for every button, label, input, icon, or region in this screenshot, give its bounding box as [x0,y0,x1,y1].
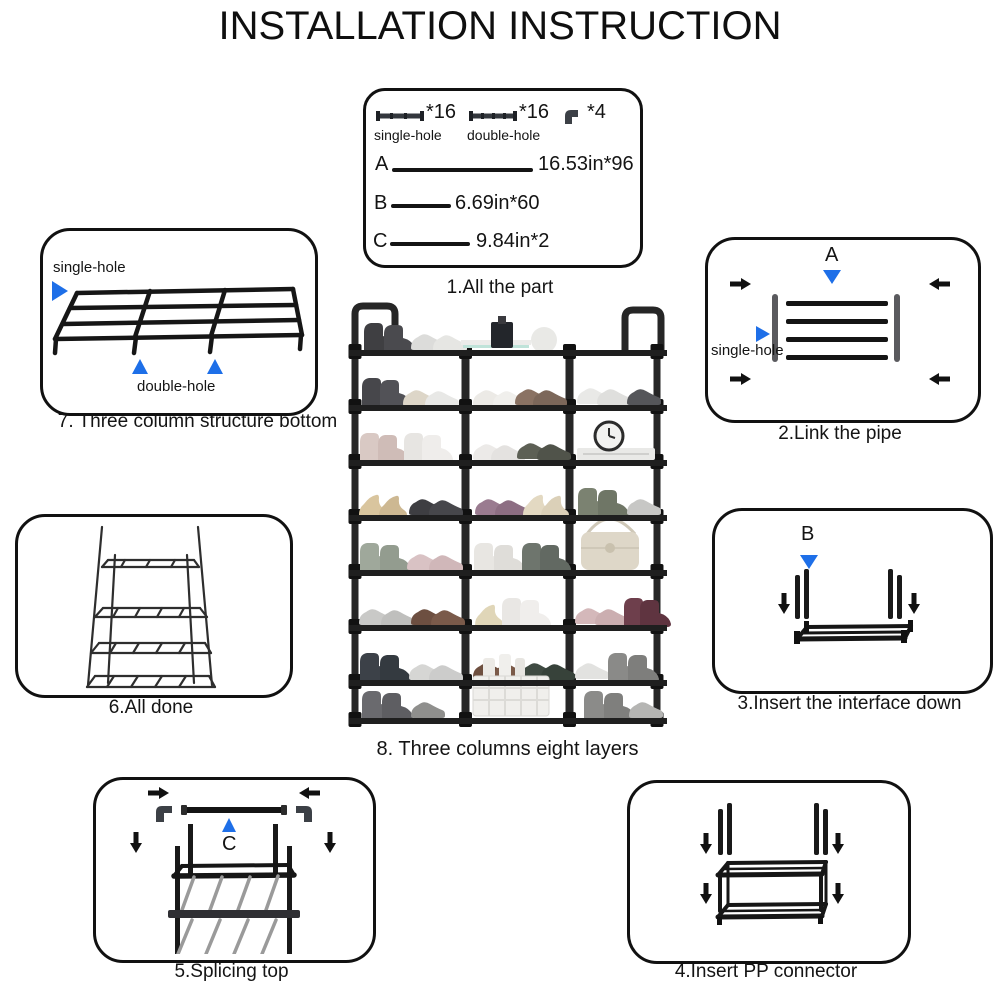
part-b-pointer-icon [800,555,818,569]
double-hole-qty: *16 [519,101,550,123]
step2-panel: A single-hole [705,237,981,423]
bottle [483,658,495,678]
down-arrow-icon [700,883,712,904]
double-hole-pipe-icon [469,111,517,121]
single-hole-pipe-label: single-hole [374,127,442,143]
push-arrow-icon [148,787,169,799]
bottle [515,658,525,678]
down-arrow-icon [908,593,920,614]
shoes-top-shelf [364,316,557,353]
splicing-top-illustration [130,787,336,954]
size-b-value: 6.69in*60 [455,192,540,214]
shoes-row-2 [362,378,661,407]
part-c-label: C [222,833,237,855]
down-arrow-icon [778,593,790,614]
part-a-label: A [825,244,839,266]
bottle [499,654,511,678]
insert-interface-illustration [778,555,920,644]
step5-panel: C [93,777,376,963]
rack-handle [351,302,399,350]
caption-step2: 2.Link the pipe [778,423,902,444]
all-done-illustration [85,525,217,689]
step3-panel: B [712,508,993,694]
link-pipe-illustration [730,270,950,385]
single-hole-pointer-icon [52,281,68,301]
down-arrow-icon [700,833,712,854]
shoes-row-3 [360,420,655,462]
page-title: INSTALLATION INSTRUCTION [218,4,782,48]
caption-all-the-part: 1.All the part [446,277,554,298]
size-b-line [391,204,451,208]
down-arrow-icon [832,883,844,904]
bottom-structure-illustration [52,281,305,374]
down-arrow-icon [324,832,336,853]
rack-handle [621,306,665,352]
size-b-key: B [374,192,388,214]
perfume-bottle [491,322,513,348]
single-hole-pipe-icon [376,111,424,121]
push-arrow-icon [299,787,320,799]
double-hole-pipe-label: double-hole [467,127,541,143]
part-b-label: B [801,523,815,545]
vase [531,327,557,353]
corner-connector-icon [565,110,578,124]
caption-step6: 6.All done [108,697,194,718]
shoes-row-6 [359,598,671,627]
single-hole-pointer-icon [756,326,770,342]
corner-connector-icon [156,806,172,822]
single-hole-qty: *16 [426,101,457,123]
shoes-row-4 [359,488,661,517]
single-hole-label: single-hole [53,259,126,276]
shoe-rack-photo [348,302,671,727]
caption-step7: 7. Three column structure bottom [57,411,338,432]
double-hole-label: double-hole [137,378,216,395]
caption-step4: 4.Insert PP connector [674,961,858,982]
size-a-value: 16.53in*96 [538,153,634,175]
push-arrow-icon [929,373,950,385]
push-arrow-icon [730,373,751,385]
down-arrow-icon [832,833,844,854]
size-a-line [392,168,533,172]
corner-connector-icon [296,806,312,822]
caption-step3: 3.Insert the interface down [737,693,962,714]
parts-panel: *16 single-hole *16 double-hole *4 A 16.… [363,88,643,268]
step4-panel [627,780,911,964]
part-a-pointer-icon [823,270,841,284]
step6-panel [15,514,293,698]
size-c-value: 9.84in*2 [476,230,550,252]
caption-step8: 8. Three columns eight layers [376,738,639,760]
connector-qty: *4 [587,101,606,123]
shoes-row-5 [360,517,639,572]
caption-step5: 5.Splicing top [174,961,289,982]
pp-connector-illustration [700,803,844,925]
double-hole-pointer-icon [207,359,223,374]
single-hole-label: single-hole [711,342,784,359]
size-a-key: A [375,153,389,175]
size-c-key: C [373,230,388,252]
push-arrow-icon [929,278,950,290]
push-arrow-icon [730,278,751,290]
step7-panel: single-hole double-hole [40,228,318,416]
down-arrow-icon [130,832,142,853]
double-hole-pointer-icon [132,359,148,374]
part-c-pointer-icon [222,818,236,832]
size-c-line [390,242,470,246]
